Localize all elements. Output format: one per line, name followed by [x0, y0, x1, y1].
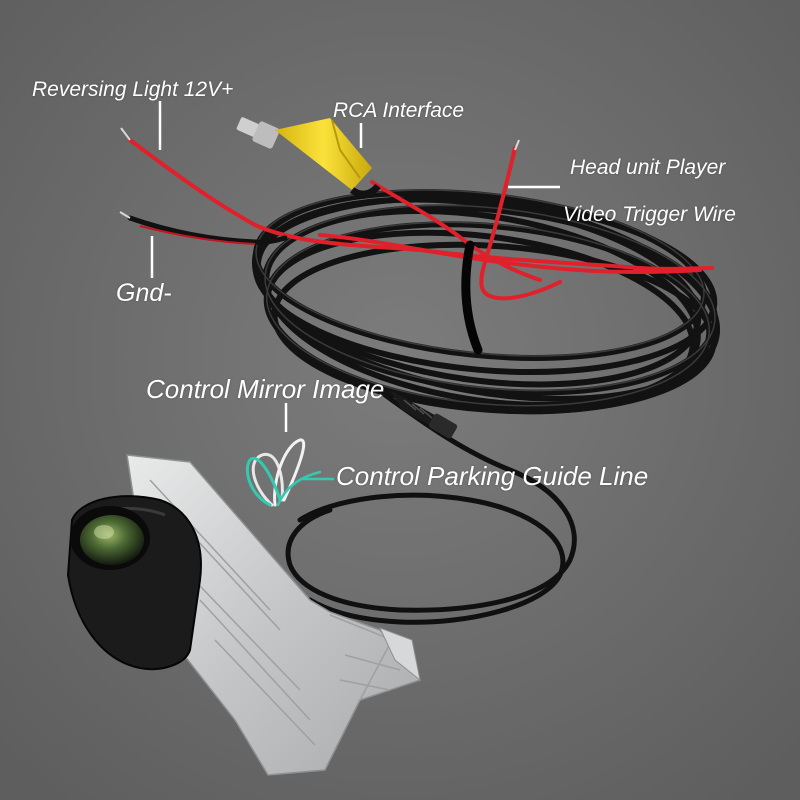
- cable-highlights: [255, 189, 716, 407]
- label-rca-interface: RCA Interface: [333, 99, 465, 122]
- control-wires: [245, 438, 322, 507]
- wire-tips: [119, 127, 520, 219]
- label-head-unit-player: Head unit Player: [570, 156, 726, 179]
- rca-connector: [236, 117, 381, 198]
- cable-tie: [461, 240, 483, 355]
- label-reversing-light: Reversing Light 12V+: [32, 78, 234, 101]
- red-wires: [128, 138, 714, 301]
- camera-body: [66, 495, 202, 670]
- label-gnd: Gnd-: [116, 279, 172, 307]
- label-control-parking-guide: Control Parking Guide Line: [336, 461, 649, 491]
- label-video-trigger-wire: Video Trigger Wire: [563, 203, 736, 226]
- camera-connector: [390, 390, 458, 439]
- leader-lines: [150, 101, 560, 432]
- label-control-mirror-image: Control Mirror Image: [146, 374, 385, 404]
- ground-wire-red-stripe: [139, 225, 256, 245]
- ground-wire: [127, 215, 288, 245]
